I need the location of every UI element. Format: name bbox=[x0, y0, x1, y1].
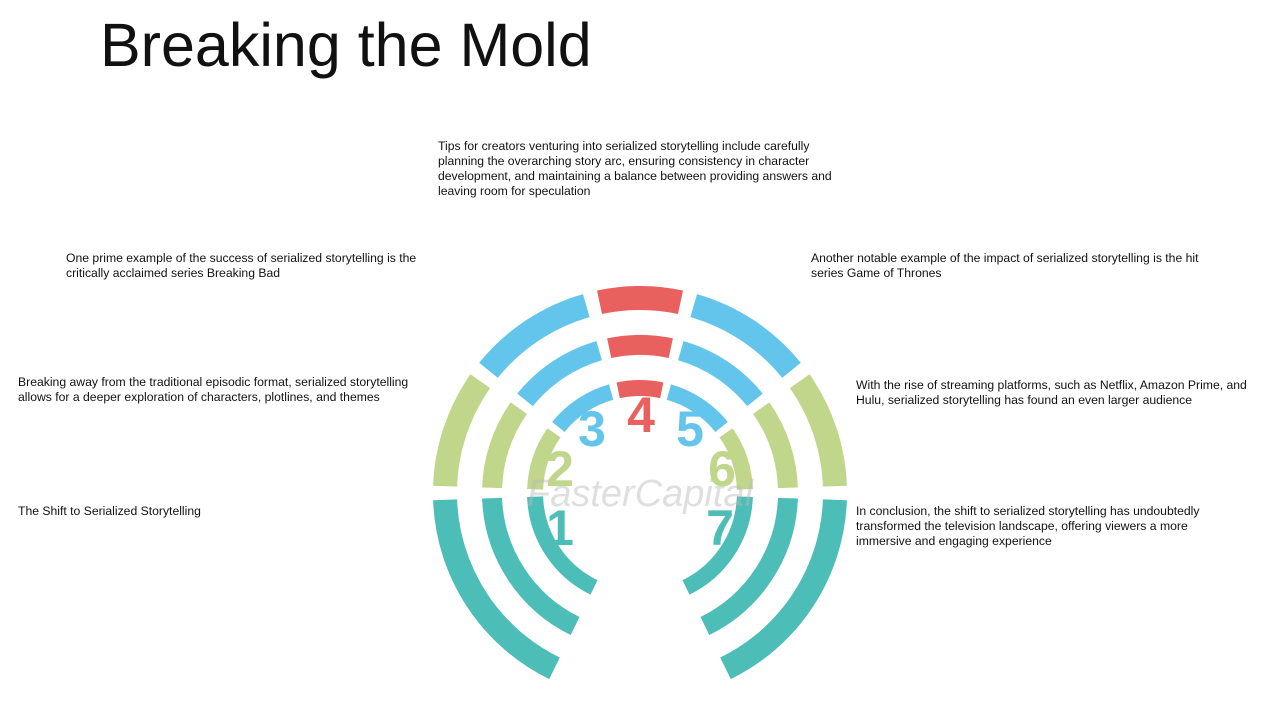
arc-step-1-ring-2 bbox=[482, 497, 580, 635]
arc-step-4-ring-3 bbox=[616, 380, 664, 399]
step-number-5: 5 bbox=[676, 401, 704, 457]
arc-step-5-ring-2 bbox=[677, 341, 763, 407]
arc-step-3-ring-3 bbox=[552, 384, 614, 433]
arc-step-2-ring-3 bbox=[527, 428, 561, 490]
arc-step-7-ring-1 bbox=[720, 499, 847, 680]
arc-step-2-ring-1 bbox=[433, 374, 491, 487]
arc-step-2-ring-2 bbox=[482, 402, 528, 489]
step-3-text: One prime example of the success of seri… bbox=[66, 251, 417, 280]
arc-segments bbox=[433, 286, 847, 680]
arc-step-1-ring-3 bbox=[527, 496, 598, 595]
arc-step-7-ring-3 bbox=[682, 496, 753, 595]
page-title: Breaking the Mold bbox=[100, 11, 592, 79]
step-number-3: 3 bbox=[578, 401, 606, 457]
arc-step-4-ring-2 bbox=[607, 335, 673, 359]
arc-step-7-ring-2 bbox=[700, 497, 798, 635]
step-7-text: In conclusion, the shift to serialized s… bbox=[856, 504, 1200, 548]
step-5-text: Another notable example of the impact of… bbox=[811, 251, 1199, 280]
step-4-text: Tips for creators venturing into seriali… bbox=[438, 139, 832, 198]
step-1-text: The Shift to Serialized Storytelling bbox=[18, 504, 201, 518]
step-number-1: 1 bbox=[546, 500, 574, 556]
step-2-text: Breaking away from the traditional episo… bbox=[18, 375, 409, 404]
arc-step-1-ring-1 bbox=[433, 499, 560, 680]
arc-step-4-ring-1 bbox=[597, 286, 683, 315]
arc-step-6-ring-3 bbox=[719, 428, 753, 490]
step-number-4: 4 bbox=[627, 387, 655, 443]
watermark-logo: FasterCapital bbox=[527, 473, 755, 515]
arc-step-5-ring-3 bbox=[666, 384, 728, 433]
step-6-text: With the rise of streaming platforms, su… bbox=[856, 378, 1247, 407]
arc-step-3-ring-1 bbox=[479, 294, 590, 379]
step-number-2: 2 bbox=[546, 441, 574, 497]
arc-step-3-ring-2 bbox=[517, 341, 603, 407]
arc-step-5-ring-1 bbox=[690, 294, 801, 379]
arc-step-6-ring-2 bbox=[752, 402, 798, 489]
arc-step-6-ring-1 bbox=[789, 374, 847, 487]
step-number-6: 6 bbox=[708, 441, 736, 497]
step-number-7: 7 bbox=[706, 500, 734, 556]
